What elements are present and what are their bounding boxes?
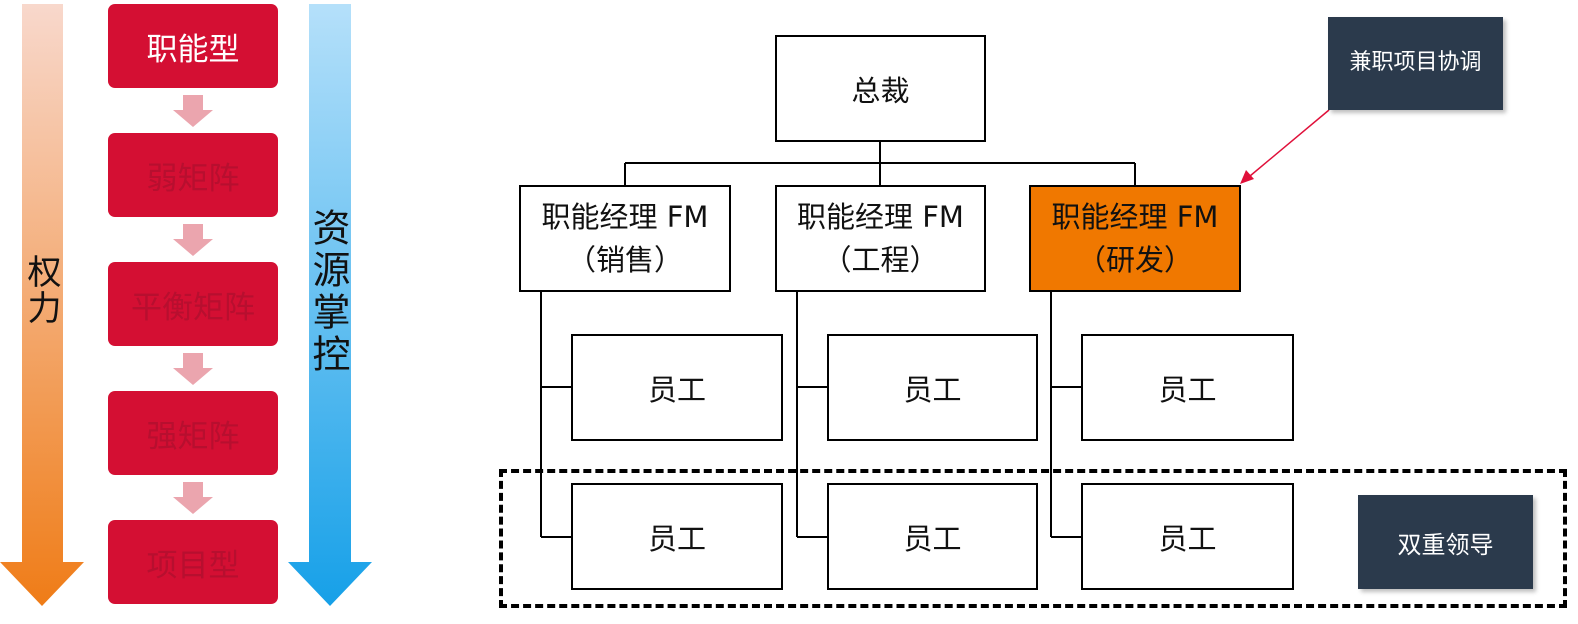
resource-control-label: 资源掌控 [306, 208, 350, 376]
part-time-coordinator-label: 兼职项目协调 [1349, 50, 1482, 76]
dual-leadership-box: 双重领导 [1358, 495, 1533, 589]
manager-title: 职能经理 FM [797, 200, 964, 235]
employee-label: 员工 [647, 521, 706, 556]
employee-box: 员工 [571, 483, 783, 590]
employee-label: 员工 [1158, 521, 1217, 556]
annotation-line [1249, 109, 1330, 177]
part-time-coordinator-box: 兼职项目协调 [1328, 17, 1503, 110]
employee-box: 员工 [827, 483, 1038, 590]
down-arrow-icon [173, 95, 213, 127]
employee-label: 员工 [647, 372, 706, 407]
manager-dept: （工程） [822, 242, 939, 277]
resource-arrow-shape [288, 4, 372, 606]
down-arrow-icon [173, 224, 213, 256]
manager-dept: （销售） [566, 242, 683, 277]
power-arrow: 权力 [0, 4, 84, 606]
employee-label: 员工 [1158, 372, 1217, 407]
dual-leadership-label: 双重领导 [1397, 530, 1494, 559]
manager-box-engineering: 职能经理 FM （工程） [775, 185, 986, 292]
employee-box: 员工 [1081, 483, 1294, 590]
employee-box: 员工 [1081, 334, 1294, 441]
manager-dept: （研发） [1076, 242, 1193, 277]
structure-projectized: 项目型 [108, 520, 278, 604]
down-arrow-icon [173, 353, 213, 385]
employee-label: 员工 [903, 372, 962, 407]
president-box: 总裁 [775, 35, 986, 142]
employee-box: 员工 [571, 334, 783, 441]
structure-functional: 职能型 [108, 4, 278, 88]
resource-control-arrow: 资源掌控 [288, 4, 372, 606]
down-arrow-icon [173, 482, 213, 514]
president-label: 总裁 [851, 73, 910, 108]
employee-box: 员工 [827, 334, 1038, 441]
employee-label: 员工 [903, 521, 962, 556]
manager-box-rnd: 职能经理 FM （研发） [1029, 185, 1241, 292]
structure-balanced-matrix: 平衡矩阵 [108, 262, 278, 346]
manager-title: 职能经理 FM [541, 200, 709, 235]
structure-strong-matrix: 强矩阵 [108, 391, 278, 475]
manager-title: 职能经理 FM [1051, 200, 1219, 235]
annotation-arrowhead-icon [1240, 170, 1254, 184]
manager-box-sales: 职能经理 FM （销售） [519, 185, 731, 292]
structure-weak-matrix: 弱矩阵 [108, 133, 278, 217]
power-label: 权力 [21, 254, 61, 326]
power-arrow-shape [0, 4, 84, 606]
